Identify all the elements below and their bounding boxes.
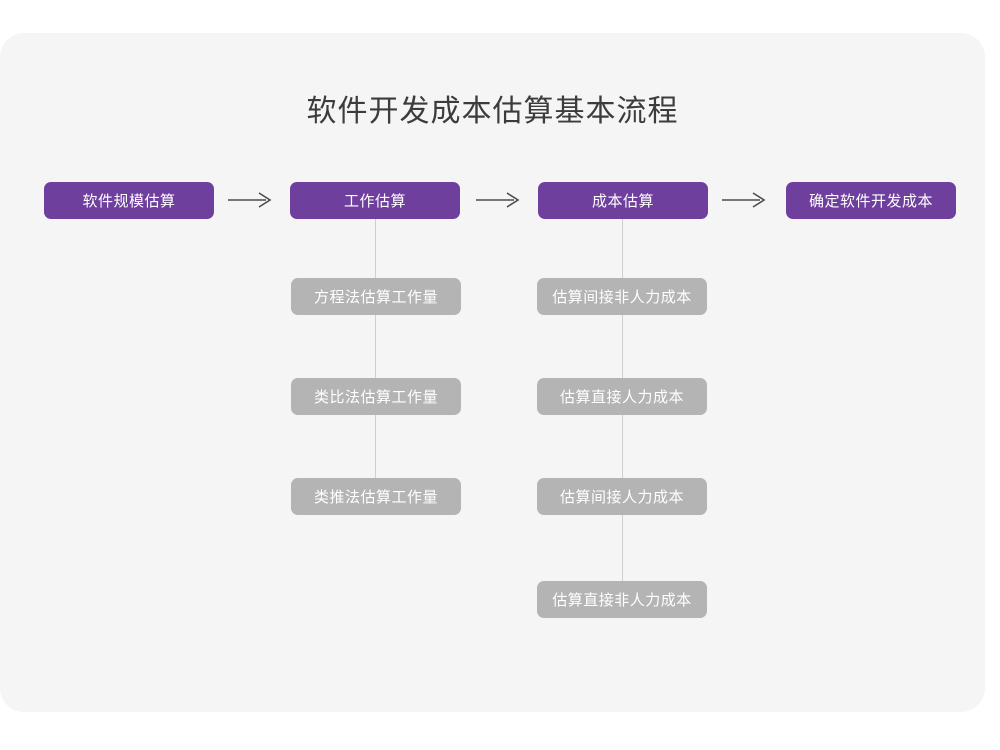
node-label: 工作估算 xyxy=(343,193,406,210)
node-label: 估算直接非人力成本 xyxy=(552,592,692,609)
node-analogical-method-workload[interactable]: 类推法估算工作量 xyxy=(291,478,461,515)
node-indirect-labor-cost[interactable]: 估算间接人力成本 xyxy=(537,478,707,515)
node-equation-method-workload[interactable]: 方程法估算工作量 xyxy=(291,278,461,315)
node-label: 成本估算 xyxy=(591,193,654,210)
arrow-right-icon-2 xyxy=(476,188,522,212)
node-label: 估算间接非人力成本 xyxy=(552,289,692,306)
node-direct-nonlabor-cost[interactable]: 估算直接非人力成本 xyxy=(537,581,707,618)
node-label: 软件规模估算 xyxy=(82,193,176,210)
page-title: 软件开发成本估算基本流程 xyxy=(306,95,679,128)
node-analogy-method-workload[interactable]: 类比法估算工作量 xyxy=(291,378,461,415)
node-label: 估算间接人力成本 xyxy=(559,489,684,506)
node-label: 类比法估算工作量 xyxy=(313,389,438,406)
node-cost-estimation[interactable]: 成本估算 xyxy=(538,182,708,219)
diagram-card xyxy=(0,33,985,712)
arrow-right-icon-3 xyxy=(722,188,768,212)
node-work-estimation[interactable]: 工作估算 xyxy=(290,182,460,219)
node-software-scale-estimation[interactable]: 软件规模估算 xyxy=(44,182,214,219)
node-label: 确定软件开发成本 xyxy=(808,193,933,210)
node-indirect-nonlabor-cost[interactable]: 估算间接非人力成本 xyxy=(537,278,707,315)
node-label: 类推法估算工作量 xyxy=(313,489,438,506)
node-direct-labor-cost[interactable]: 估算直接人力成本 xyxy=(537,378,707,415)
connector-line-work xyxy=(375,218,376,496)
node-label: 估算直接人力成本 xyxy=(559,389,684,406)
node-label: 方程法估算工作量 xyxy=(313,289,438,306)
arrow-right-icon-1 xyxy=(228,188,274,212)
node-determine-dev-cost[interactable]: 确定软件开发成本 xyxy=(786,182,956,219)
